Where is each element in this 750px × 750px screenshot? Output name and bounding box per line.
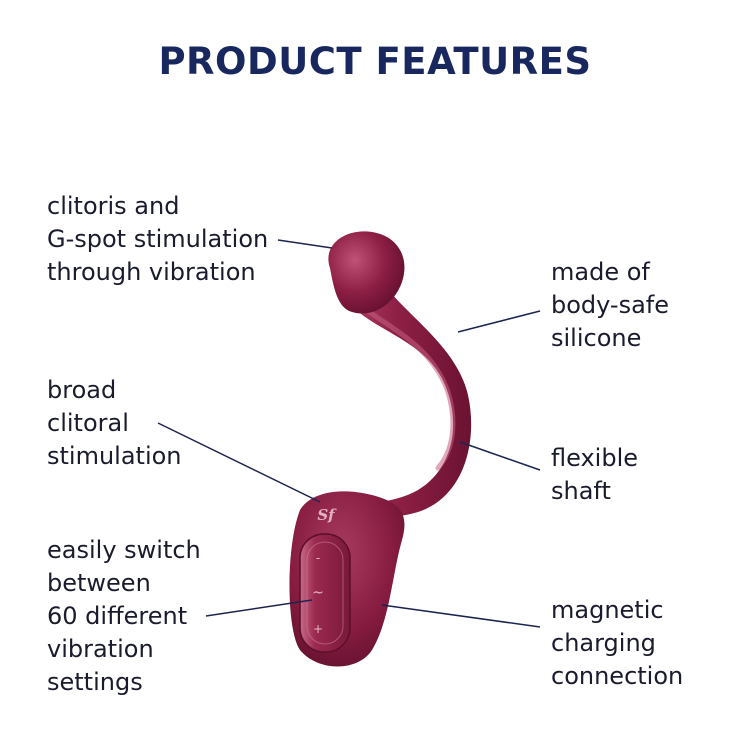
leader-line-clitoral (157, 422, 321, 503)
leader-line-shaft (459, 441, 541, 471)
leader-line-stimulation (277, 239, 333, 249)
wave-button-icon: ~ (312, 585, 324, 601)
product-shaft-highlight (349, 295, 456, 471)
plus-button-icon: + (313, 622, 323, 636)
feature-clitoral-label: broad clitoral stimulation (47, 376, 182, 470)
leader-line-charging (381, 604, 541, 628)
control-panel (299, 533, 351, 653)
feature-charging-label: magnetic charging connection (551, 596, 684, 690)
feature-stimulation-label: clitoris and G-spot stimulation through … (47, 192, 269, 286)
feature-shaft-label: flexible shaft (551, 444, 638, 505)
minus-button-icon: - (316, 551, 320, 565)
brand-logo: Sf (317, 506, 337, 524)
feature-silicone-label: made of body-safe silicone (551, 258, 670, 352)
page-title: PRODUCT FEATURES (158, 40, 592, 83)
leader-line-silicone (457, 310, 541, 333)
feature-settings-label: easily switch between 60 different vibra… (47, 536, 201, 696)
product-head (328, 231, 405, 314)
leader-line-settings (205, 599, 313, 617)
